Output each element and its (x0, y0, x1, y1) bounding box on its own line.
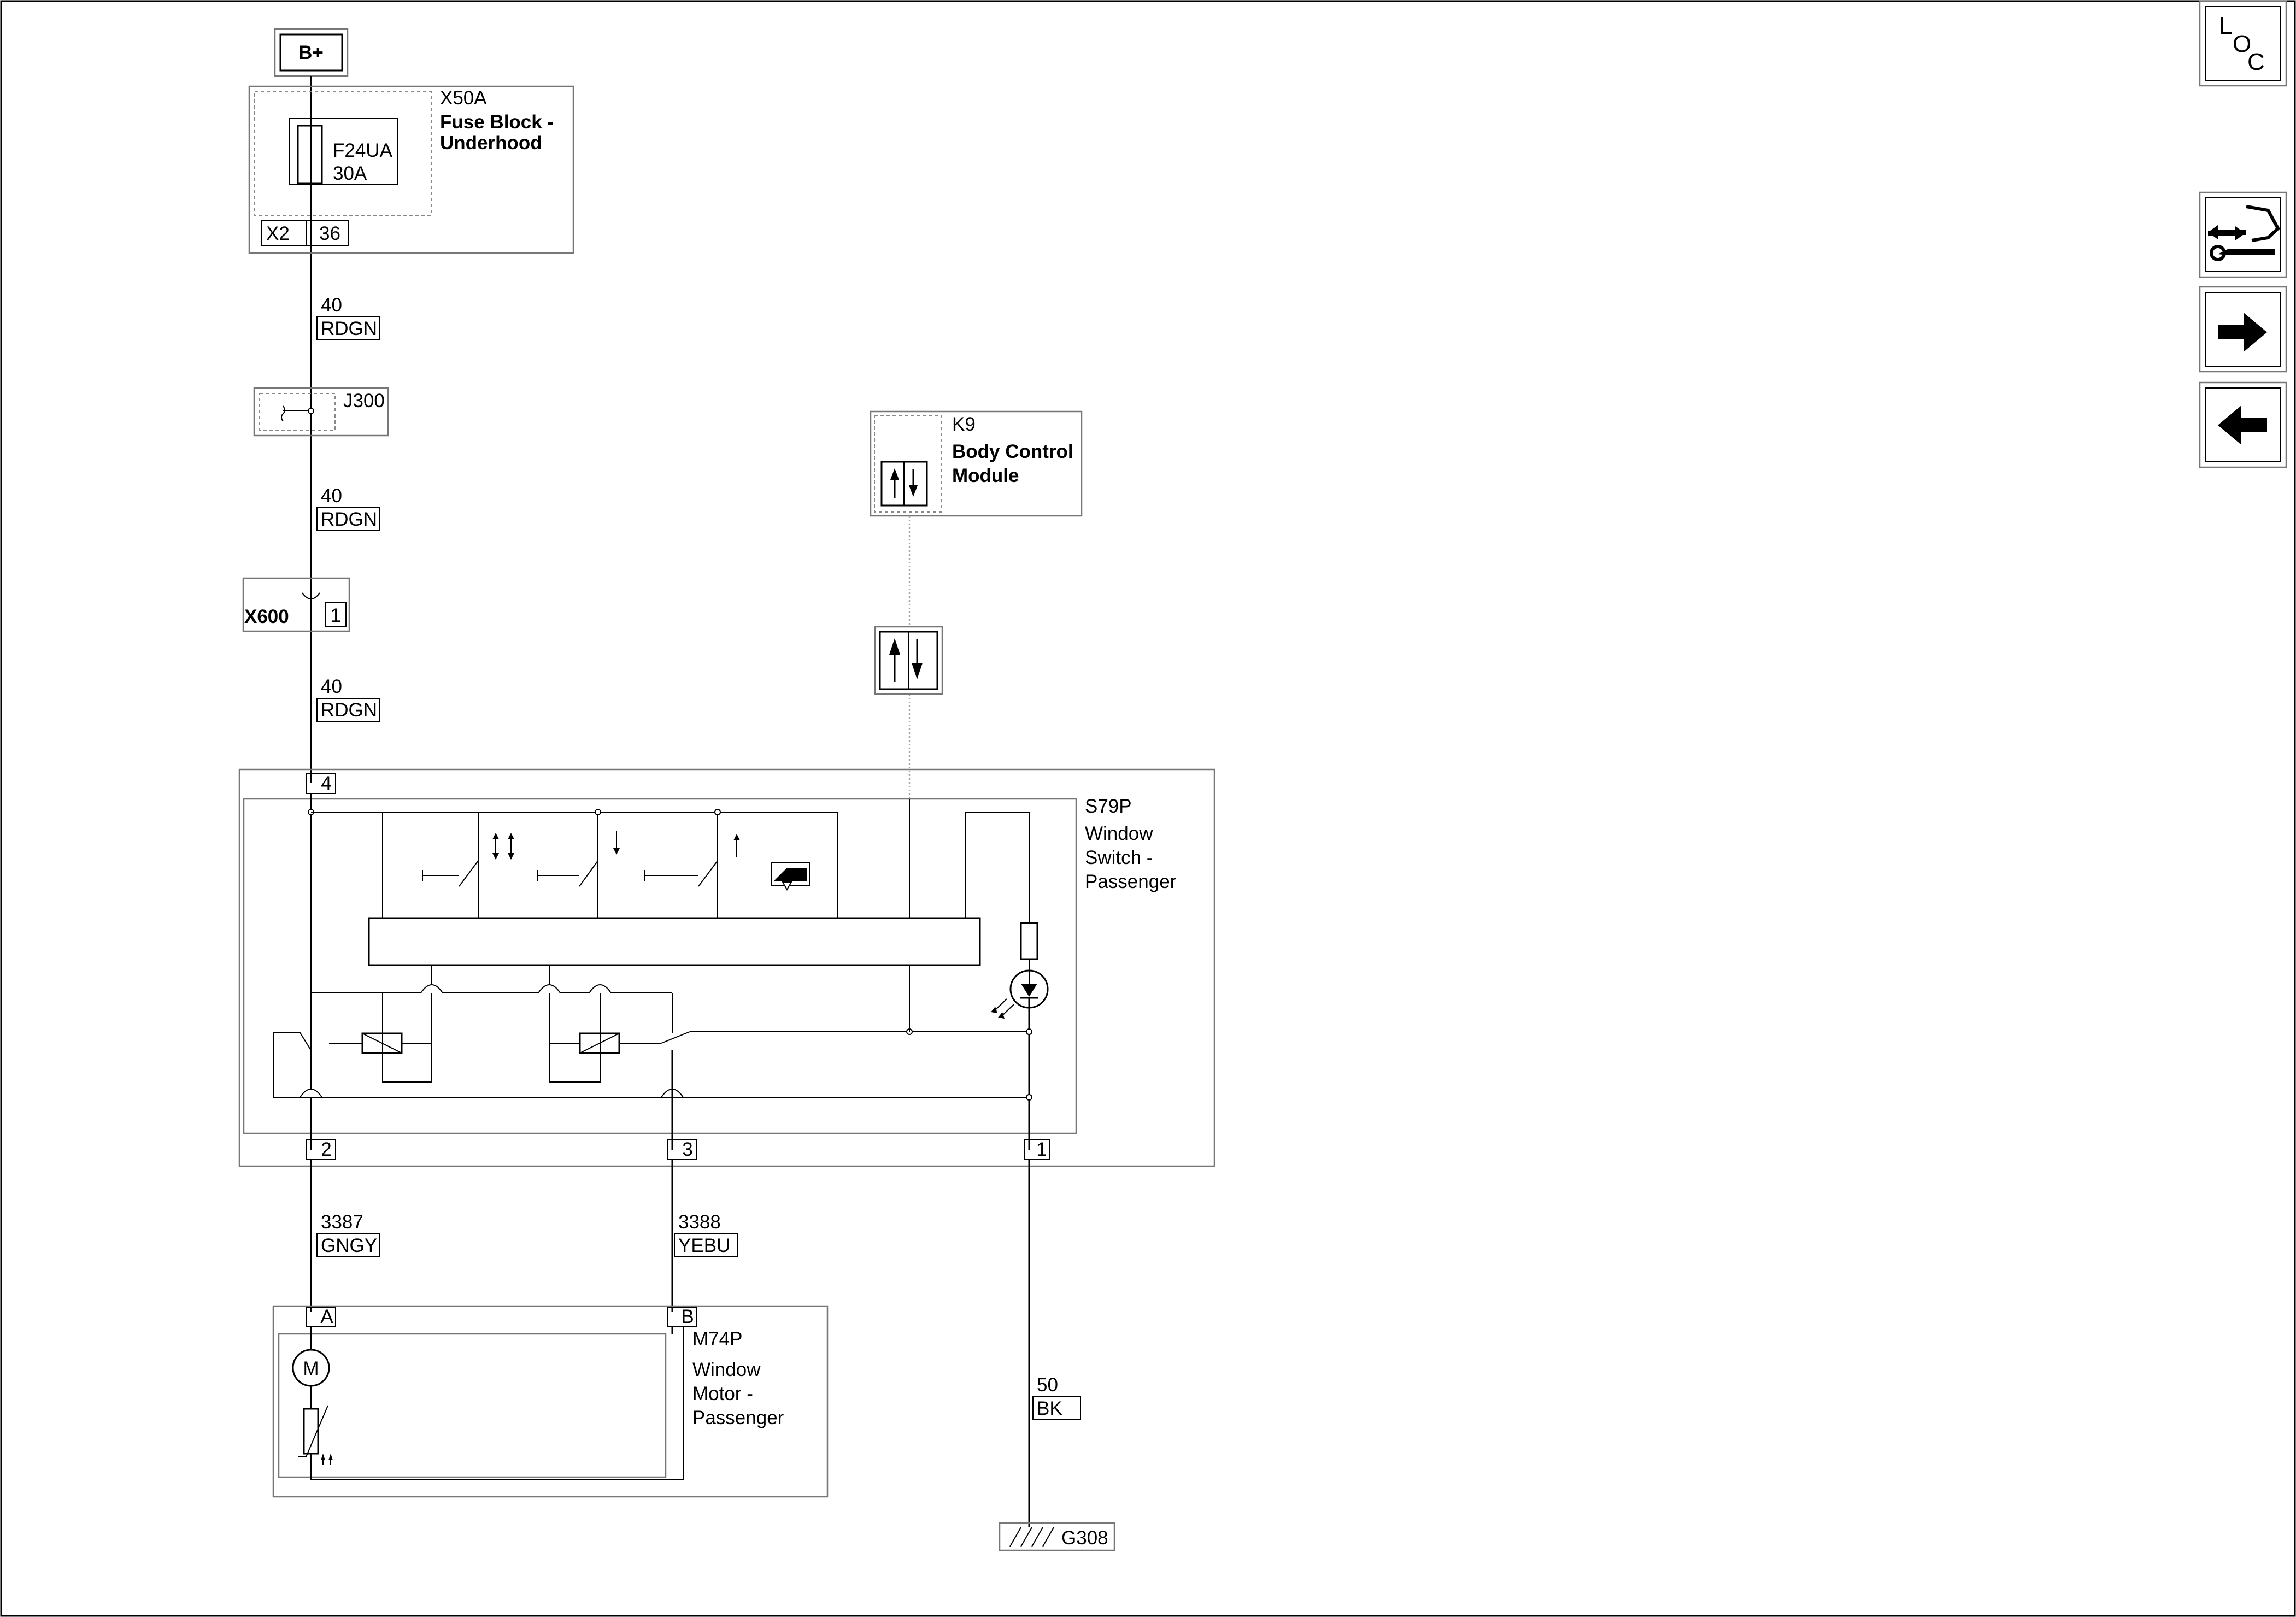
wire-color: GNGY (321, 1235, 377, 1256)
next-page-button[interactable] (2199, 286, 2287, 373)
arrow-left-icon (2218, 405, 2267, 445)
connector-pin: 1 (330, 605, 340, 626)
fuse-block-name-1: Fuse Block - (440, 111, 554, 133)
wire-circuit: 50 (1037, 1374, 1058, 1396)
arrow-right-icon (2218, 313, 2267, 352)
wire-color: BK (1037, 1398, 1062, 1419)
battery-label: B+ (298, 42, 324, 63)
bcm-id: K9 (952, 414, 976, 435)
ground-g308: G308 (999, 1522, 1115, 1551)
bcm-name-2: Module (952, 465, 1019, 486)
wire-color: YEBU (678, 1235, 730, 1256)
switch-pin-mid: 3 (682, 1139, 692, 1160)
body-control-module-k9: K9 Body Control Module (870, 410, 1083, 517)
fuse-block-pin: 36 (319, 223, 340, 244)
wire-color: RDGN (321, 509, 377, 530)
wire-color: RDGN (321, 699, 377, 721)
location-view-button[interactable]: L O C (2199, 0, 2287, 87)
wire-color: RDGN (321, 318, 377, 339)
ground-id: G308 (1061, 1527, 1108, 1549)
connector-id: X600 (244, 606, 289, 627)
wire-label-40-3: 40 RDGN (316, 676, 380, 722)
fuse-block-id: X50A (440, 87, 487, 109)
serial-data-icon (874, 626, 943, 695)
motor-id: M74P (692, 1328, 742, 1350)
thermistor-icon (303, 1408, 319, 1455)
wire-circuit: 40 (321, 295, 342, 316)
loc-letter-o: O (2233, 31, 2251, 57)
motor-name-3: Passenger (692, 1407, 784, 1428)
fuse-block-x50a: F24UA 30A X50A Fuse Block - Underhood X2… (248, 85, 574, 254)
splice-j300: J300 (253, 387, 389, 437)
wire-label-40-1: 40 RDGN (316, 295, 380, 340)
switch-pin-top: 4 (321, 773, 331, 794)
loc-letter-l: L (2219, 13, 2232, 39)
fuse-block-name-2: Underhood (440, 132, 542, 154)
bcm-name-1: Body Control (952, 441, 1073, 462)
switch-name-3: Passenger (1085, 871, 1177, 892)
fuse-block-connector: X2 (266, 223, 290, 244)
component-view-icon (2205, 197, 2281, 272)
fuse-f24ua-symbol (297, 125, 323, 184)
wire-circuit: 40 (321, 485, 342, 507)
wire-circuit: 40 (321, 676, 342, 697)
splice-id: J300 (343, 390, 385, 411)
motor-pin-a: A (320, 1306, 333, 1327)
battery-positive: B+ (274, 28, 349, 77)
wire-label-3387: 3387 GNGY (316, 1212, 380, 1257)
wire-label-40-2: 40 RDGN (316, 485, 380, 531)
switch-pin-right: 1 (1036, 1139, 1047, 1160)
wire-label-3388: 3388 YEBU (674, 1212, 738, 1257)
switch-id: S79P (1085, 796, 1132, 817)
switch-pin-left: 2 (321, 1139, 331, 1160)
motor-name-2: Motor - (692, 1383, 753, 1404)
express-window-icon (771, 862, 810, 886)
wire-label-50: 50 BK (1032, 1374, 1081, 1420)
motor-pin-b: B (681, 1306, 694, 1327)
motor-symbol: M (303, 1358, 319, 1379)
switch-name-1: Window (1085, 823, 1153, 844)
previous-page-button[interactable] (2199, 381, 2287, 468)
window-motor-m74p: A B M74P Window Motor - Passenger M (272, 1305, 829, 1498)
window-switch-s79p: 4 S79P Window Switch - Passenger (238, 768, 1215, 1167)
fuse-rating: 30A (333, 163, 367, 184)
switch-name-2: Switch - (1085, 847, 1153, 868)
motor-name-1: Window (692, 1359, 761, 1380)
connector-x600: 1 X600 (242, 577, 350, 632)
component-view-button[interactable] (2199, 191, 2287, 278)
wire-circuit: 3388 (678, 1212, 721, 1233)
loc-letter-c: C (2247, 49, 2265, 75)
wire-circuit: 3387 (321, 1212, 363, 1233)
switch-logic-block (368, 917, 981, 966)
fuse-id: F24UA (333, 140, 393, 161)
